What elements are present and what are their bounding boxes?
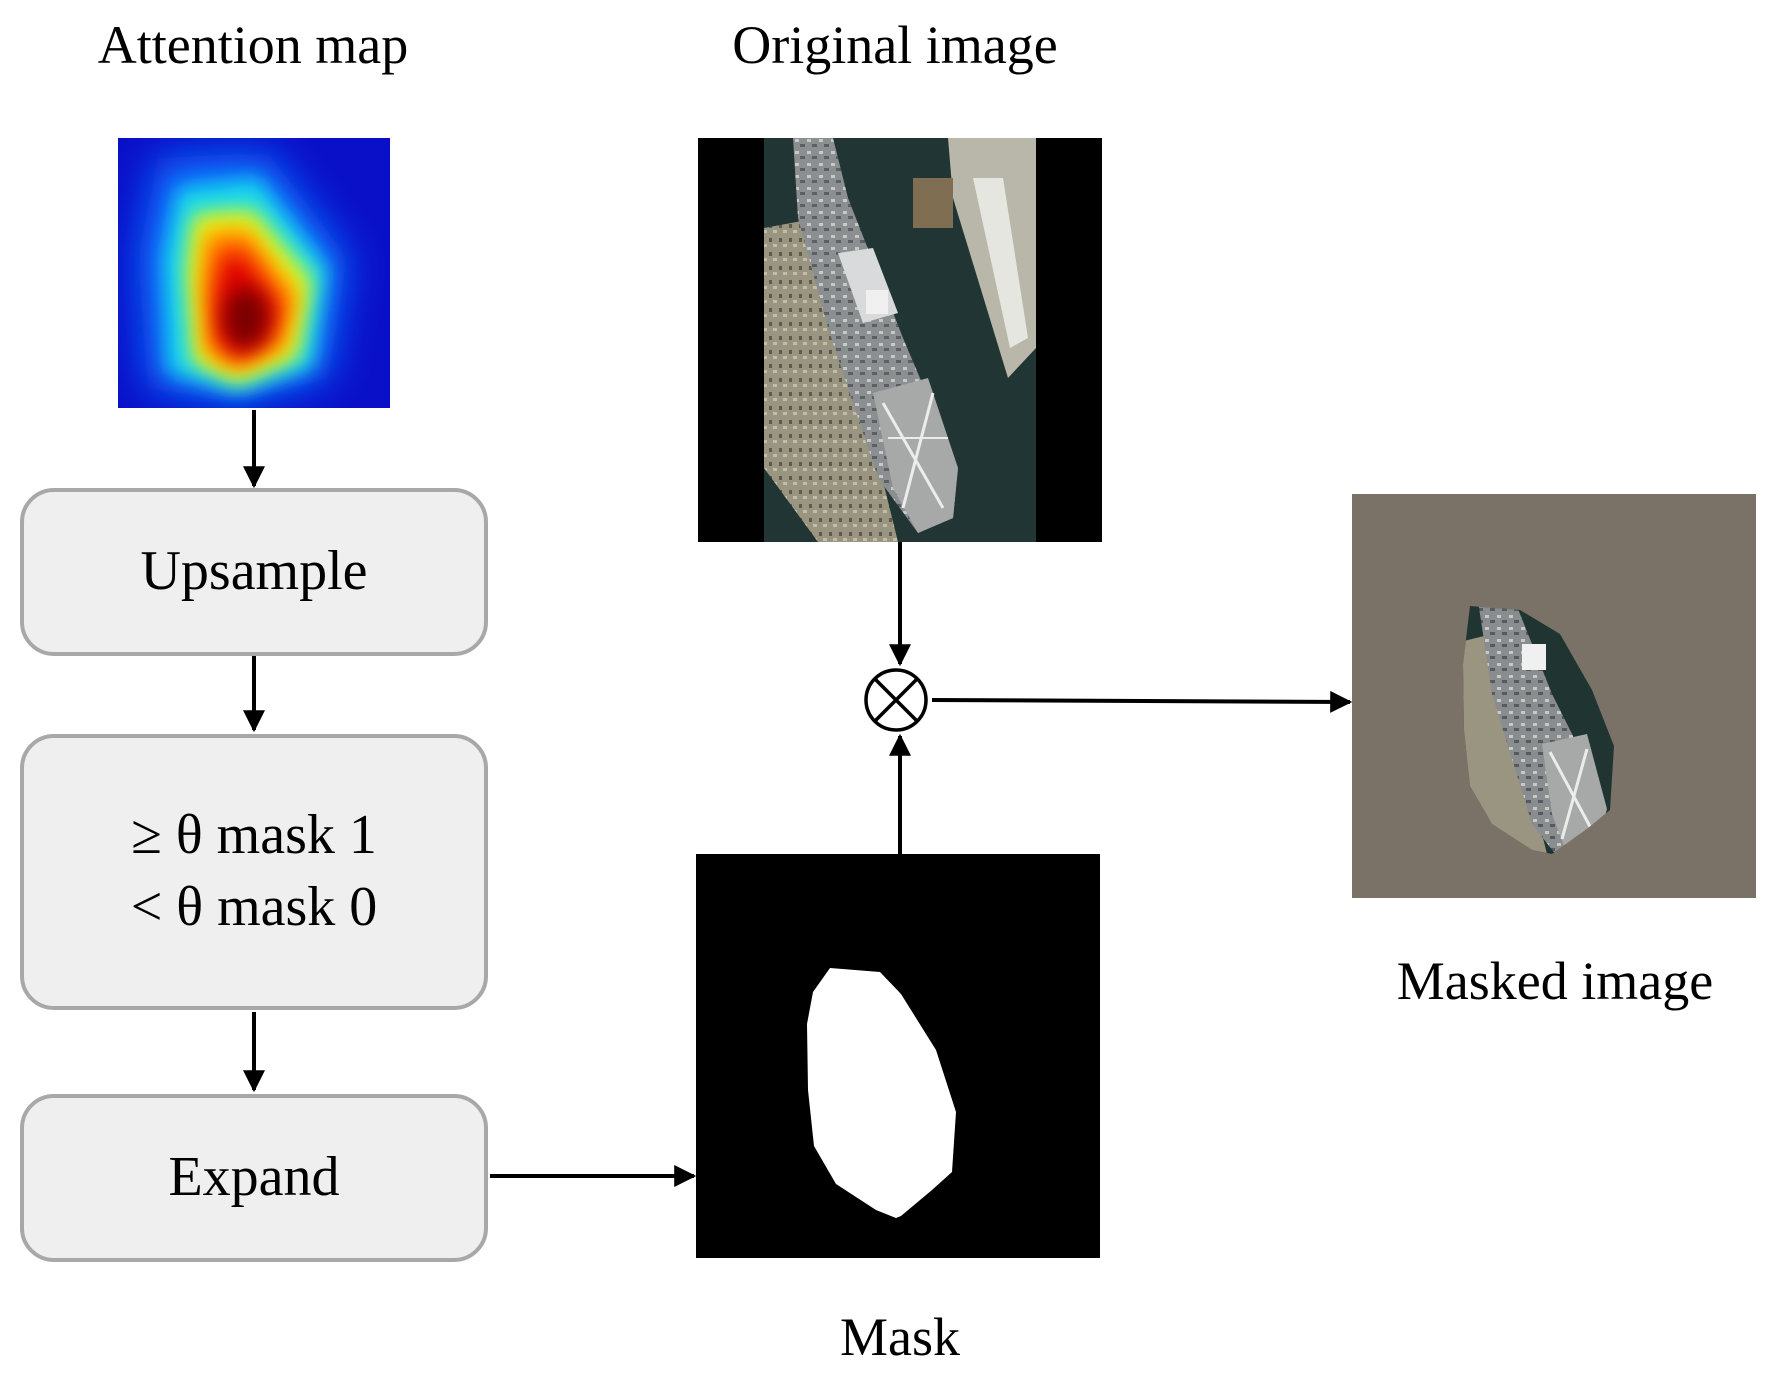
masked-image-title: Masked image [1396,951,1714,1011]
expand-box: Expand [20,1094,488,1262]
threshold-line-2: < θ mask 0 [130,876,378,938]
original-image-title: Original image [732,15,1058,75]
attention-map-heatmap [118,138,390,408]
masked-image [1352,494,1756,898]
attention-map-title: Attention map [97,15,409,75]
original-image [698,138,1102,542]
threshold-line-1: ≥ θ mask 1 [131,804,377,867]
upsample-box: Upsample [20,488,488,656]
arrow-operator-to-masked [931,690,1353,713]
upsample-label: Upsample [140,540,368,603]
threshold-box: ≥ θ mask 1 < θ mask 0 [20,734,488,1010]
mask-title: Mask [840,1307,960,1367]
expand-label: Expand [168,1146,340,1209]
mask-image [696,854,1100,1258]
multiply-operator [864,668,928,732]
